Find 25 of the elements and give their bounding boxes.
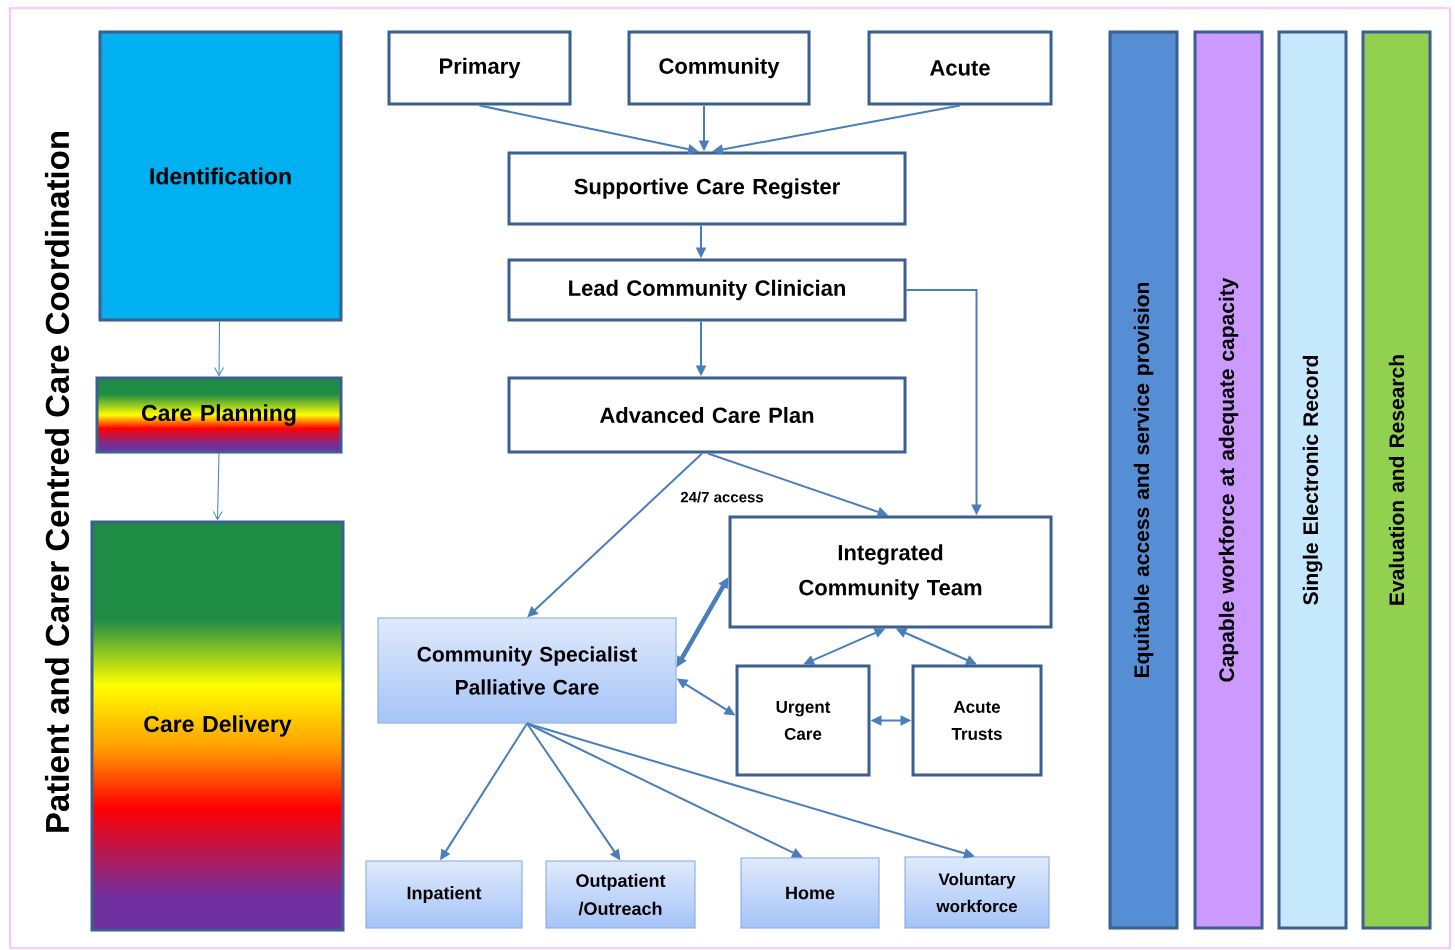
pillar-bar: Single Electronic Record — [1277, 30, 1348, 930]
service-box: Outpatient /Outreach — [545, 860, 696, 929]
pillar-bar: Equitable access and service provision — [1108, 30, 1179, 930]
process-box: Integrated Community Team — [728, 515, 1053, 629]
process-box: Lead Community Clinician — [507, 258, 907, 322]
process-box: Urgent Care — [735, 664, 871, 777]
service-box: Home — [740, 857, 880, 929]
stage-box: Identification — [98, 30, 343, 322]
pillar-bar: Capable workforce at adequate capacity — [1193, 30, 1264, 930]
edge-label: 24/7 access — [679, 490, 765, 504]
service-box: Voluntary workforce — [904, 856, 1050, 929]
service-box: Community Specialist Palliative Care — [377, 617, 677, 724]
stage-box: Care Planning — [95, 376, 343, 454]
vertical-title: Patient and Carer Centred Care Coordination — [44, 132, 70, 832]
arrow — [212, 453, 223, 520]
process-box: Acute Trusts — [911, 664, 1043, 777]
stage-box: Care Delivery — [90, 520, 345, 932]
pillar-bar: Evaluation and Research — [1361, 30, 1432, 930]
process-box: Supportive Care Register — [507, 151, 907, 226]
process-box: Community — [627, 30, 811, 106]
service-box: Inpatient — [365, 860, 523, 929]
process-box: Primary — [387, 30, 572, 106]
process-box: Advanced Care Plan — [507, 376, 907, 454]
arrow — [214, 321, 225, 376]
process-box: Acute — [867, 30, 1053, 106]
